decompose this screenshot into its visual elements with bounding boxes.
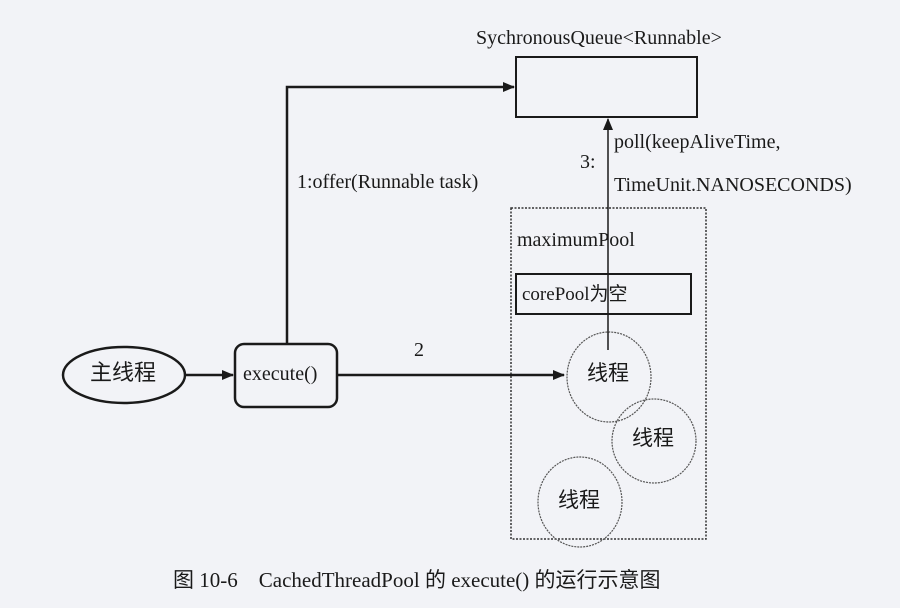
step2-label: 2 — [414, 339, 424, 361]
synchronous-queue-box — [515, 56, 698, 118]
offer-arrow — [285, 82, 515, 343]
thread-label-2: 线程 — [632, 426, 674, 450]
poll-label-line2: TimeUnit.NANOSECONDS) — [614, 174, 852, 196]
poll-label-line1: poll(keepAliveTime, — [614, 131, 781, 153]
offer-label: 1:offer(Runnable task) — [297, 171, 479, 193]
core-pool-label: corePool为空 — [522, 284, 628, 305]
maximum-pool-label: maximumPool — [517, 229, 635, 251]
figure-caption: 图 10-6 CachedThreadPool 的 execute() 的运行示… — [173, 568, 661, 592]
core-pool-box — [515, 273, 692, 315]
thread-label-1: 线程 — [587, 361, 629, 385]
thread-node-1 — [566, 331, 652, 423]
queue-label: SychronousQueue<Runnable> — [476, 27, 722, 49]
maximum-pool-box — [510, 207, 707, 540]
main-thread-label: 主线程 — [90, 361, 157, 386]
step3-label: 3: — [580, 151, 596, 173]
execute-label: execute() — [243, 363, 318, 385]
thread-node-3 — [537, 456, 623, 548]
thread-label-3: 线程 — [558, 488, 600, 512]
thread-node-2 — [611, 398, 697, 484]
